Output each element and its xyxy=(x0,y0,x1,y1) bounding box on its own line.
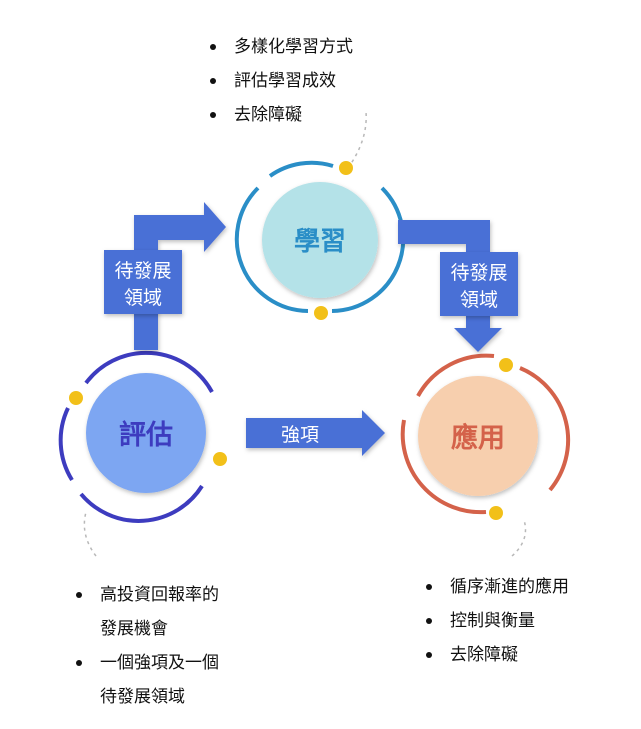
arrow-assess-to-apply: 強項 xyxy=(246,410,385,456)
arrow-learn-to-apply-box xyxy=(440,252,518,316)
assess-notes-list: 高投資回報率的 發展機會 一個強項及一個 待發展領域 xyxy=(70,578,310,714)
arrow-assess-to-apply-label: 強項 xyxy=(281,424,319,446)
apply-circle xyxy=(418,376,538,496)
assess-ring-arc-2 xyxy=(79,484,204,523)
learn-dot-bottom xyxy=(314,306,328,320)
learn-notes-list: 多樣化學習方式 評估學習成效 去除障礙 xyxy=(204,30,424,132)
learn-ring-arc-2 xyxy=(234,186,309,313)
learn-label: 學習 xyxy=(294,227,346,257)
apply-ring-arc-2 xyxy=(519,366,571,492)
apply-note-item: 循序漸進的應用 xyxy=(420,570,635,604)
learn-dot-top xyxy=(339,161,353,175)
assess-note-item: 一個強項及一個 待發展領域 xyxy=(70,646,310,714)
assess-dot-left xyxy=(69,391,83,405)
learn-note-item: 去除障礙 xyxy=(204,98,424,132)
arrow-assess-to-learn-label-1: 待發展 xyxy=(114,260,171,282)
learn-circle xyxy=(262,182,378,298)
apply-note-item: 去除障礙 xyxy=(420,638,635,672)
assess-circle xyxy=(86,373,206,493)
apply-dot-bottom xyxy=(489,506,503,520)
arrow-learn-to-apply: 待發展 領域 xyxy=(398,220,518,352)
node-apply: 應用 xyxy=(400,353,571,520)
apply-dot-top xyxy=(499,358,513,372)
arrow-learn-to-apply-label-1: 待發展 xyxy=(450,262,507,284)
learn-note-item: 多樣化學習方式 xyxy=(204,30,424,64)
node-learn: 學習 xyxy=(234,160,406,320)
learn-ring-arc-1 xyxy=(331,186,406,313)
apply-ring-arc-3 xyxy=(400,419,487,515)
node-assess: 評估 xyxy=(58,350,227,523)
connector-apply-notes xyxy=(511,519,527,557)
learn-note-item: 評估學習成效 xyxy=(204,64,424,98)
arrow-assess-to-apply-shape xyxy=(246,410,385,456)
arrow-assess-to-learn-box xyxy=(104,250,182,314)
arrow-assess-to-learn-label-2: 領域 xyxy=(124,287,162,309)
connector-assess-notes xyxy=(83,511,97,557)
arrow-learn-to-apply-label-2: 領域 xyxy=(460,289,498,311)
apply-label: 應用 xyxy=(451,422,505,454)
apply-ring-arc-1 xyxy=(416,353,495,397)
arrow-assess-to-learn: 待發展 領域 xyxy=(104,202,226,350)
learn-ring-arc-3 xyxy=(268,160,334,178)
assess-note-item: 高投資回報率的 發展機會 xyxy=(70,578,310,646)
assess-ring-arc-3 xyxy=(58,407,74,482)
apply-note-item: 控制與衡量 xyxy=(420,604,635,638)
apply-notes-list: 循序漸進的應用 控制與衡量 去除障礙 xyxy=(420,570,635,672)
assess-ring-arc-1 xyxy=(84,350,214,393)
assess-label: 評估 xyxy=(119,419,173,451)
assess-dot-right xyxy=(213,452,227,466)
